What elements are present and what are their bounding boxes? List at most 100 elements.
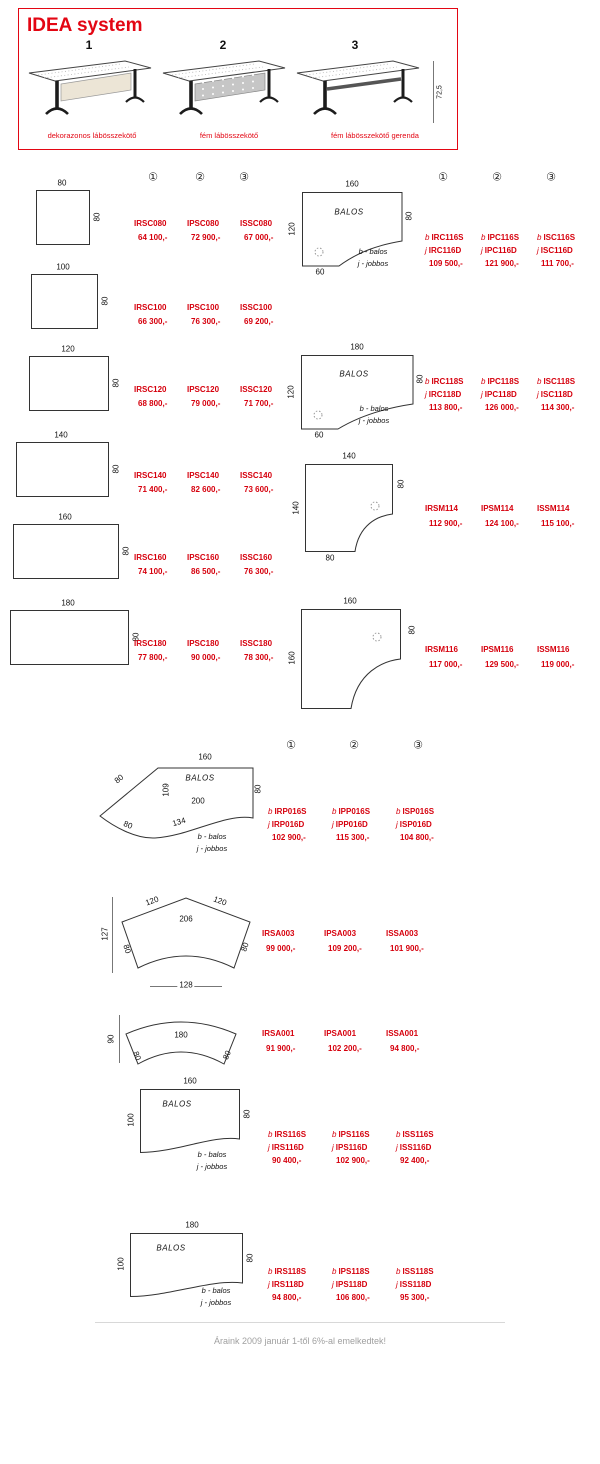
price: 78 300,-: [244, 653, 274, 662]
side-prefix: j: [481, 390, 483, 399]
grommet-icon: [313, 410, 323, 420]
price: 102 200,-: [328, 1044, 362, 1053]
side-dim: 80: [121, 546, 131, 556]
price: 117 000,-: [429, 660, 463, 669]
code-row: IRSC180 IPSC180 ISSC180: [134, 638, 293, 650]
product-code: ISP016S: [402, 807, 435, 816]
product-code: ISSA003: [386, 929, 419, 938]
column-mark-3: ③: [546, 171, 556, 184]
side-prefix: b: [268, 1130, 273, 1139]
side-prefix: j: [425, 246, 427, 255]
product-code: IRC118D: [428, 390, 462, 399]
product-code: IRP016D: [271, 820, 305, 829]
left-dim: 120: [287, 222, 297, 236]
product-code: ISSC140: [240, 471, 273, 480]
price: 129 500,-: [485, 660, 519, 669]
orientation-label: BALOS: [339, 369, 369, 379]
side-dim: 80: [92, 212, 102, 222]
code-row: IRSC080 IPSC080 ISSC080: [134, 218, 293, 230]
price: 90 400,-: [272, 1156, 302, 1165]
product-code: IRSM114: [425, 504, 458, 513]
code-row: IRSC100 IPSC100 ISSC100: [134, 302, 293, 314]
desk-illustration-1: [28, 60, 152, 115]
side-prefix: b: [396, 807, 401, 816]
column-mark-1: ①: [148, 171, 158, 184]
product-code: IRS118S: [274, 1267, 307, 1276]
column-mark-1: ①: [438, 171, 448, 184]
right-dim: 80: [253, 784, 263, 794]
product-code: ISSM114: [537, 504, 570, 513]
top-dim: 160: [345, 179, 359, 189]
product-code: IPSM114: [481, 504, 514, 513]
price: 79 000,-: [191, 399, 221, 408]
side-prefix: b: [332, 1130, 337, 1139]
simple-desk-shape: [13, 524, 119, 579]
price-row: 71 400,- 82 600,- 73 600,-: [134, 484, 293, 496]
column-mark-2: ②: [349, 739, 359, 752]
simple-desk-shape: [29, 356, 109, 411]
price: 112 900,-: [429, 519, 463, 528]
side-prefix: b: [332, 807, 337, 816]
product-code: ISC116S: [543, 233, 576, 242]
l-desk-shape: [305, 464, 393, 552]
price: 76 300,-: [244, 567, 274, 576]
trapezoid-desk-shape: [121, 897, 251, 969]
simple-desk-shape: [10, 610, 129, 665]
product-code: ISC118D: [540, 390, 573, 399]
side-prefix: j: [537, 390, 539, 399]
product-code: IRSC080: [134, 219, 167, 228]
price: 77 800,-: [138, 653, 168, 662]
product-code: IPSC080: [187, 219, 220, 228]
price: 71 400,-: [138, 485, 168, 494]
legend-line: b - balos: [359, 404, 389, 413]
orientation-legend: b - balos j - jobbos: [348, 403, 400, 427]
beam: [326, 77, 402, 91]
price: 66 300,-: [138, 317, 168, 326]
left-dimension-line: [119, 1015, 120, 1063]
product-code: IPS118S: [338, 1267, 370, 1276]
code-row: IRSC140 IPSC140 ISSC140: [134, 470, 293, 482]
left-dim: 100: [126, 1113, 136, 1127]
product-code: ISSM116: [537, 645, 570, 654]
desk-illustration-2: [162, 60, 286, 115]
price: 115 100,-: [541, 519, 575, 528]
product-code: ISS116S: [402, 1130, 434, 1139]
product-code: IPC116D: [484, 246, 517, 255]
bottom-dim: 128: [177, 980, 195, 990]
price: 109 500,-: [429, 259, 463, 268]
price: 86 500,-: [191, 567, 221, 576]
decor-panel: [60, 72, 132, 102]
side-prefix: j: [332, 1143, 334, 1152]
price-row: 117 000,- 129 500,- 119 000,-: [425, 659, 593, 671]
top-dim: 160: [183, 1076, 197, 1086]
price: 115 300,-: [336, 833, 370, 842]
product-code: IPC118D: [484, 390, 517, 399]
product-code: IRS118D: [271, 1280, 304, 1289]
side-prefix: b: [481, 377, 486, 386]
price-row: 90 400,- 102 900,- 92 400,-: [268, 1155, 460, 1167]
code-row: IRSC160 IPSC160 ISSC160: [134, 552, 293, 564]
price: 67 000,-: [244, 233, 274, 242]
price-row: 113 800,- 126 000,- 114 300,-: [425, 402, 593, 414]
price: 99 000,-: [266, 944, 296, 953]
legend-line: j - jobbos: [196, 1162, 228, 1171]
side-prefix: b: [537, 233, 542, 242]
variant-number-2: 2: [219, 38, 227, 52]
price: 64 100,-: [138, 233, 168, 242]
legend-line: b - balos: [197, 832, 227, 841]
product-code: ISSC180: [240, 639, 273, 648]
side-prefix: j: [425, 390, 427, 399]
